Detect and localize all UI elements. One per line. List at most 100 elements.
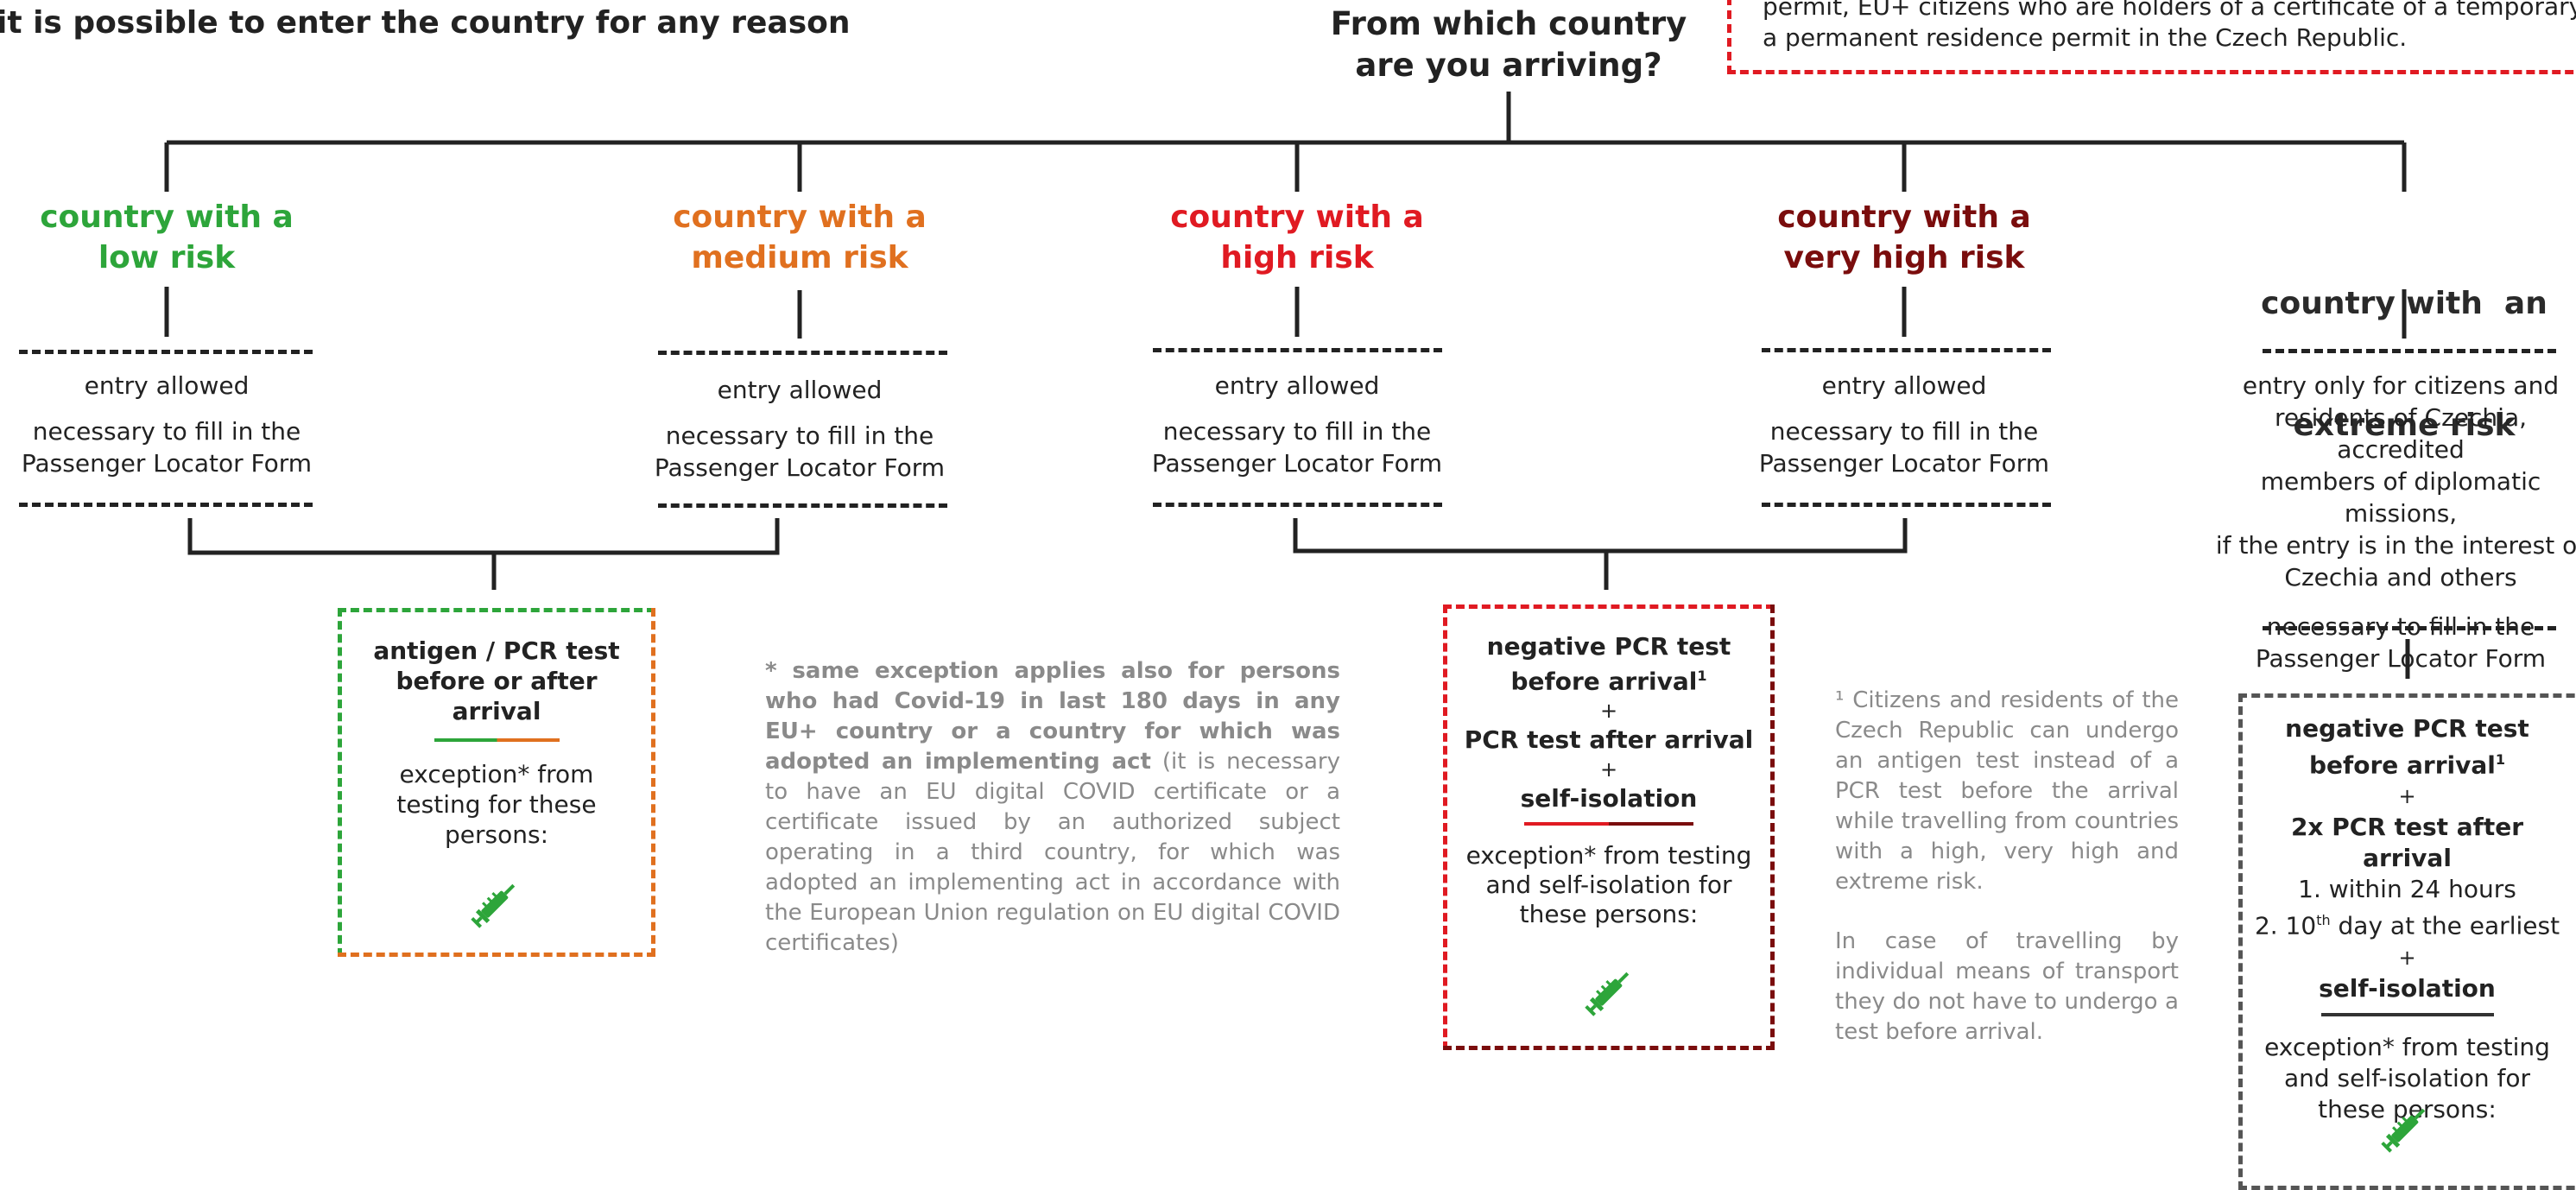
test-requirement-line: before arrival	[1510, 667, 1698, 696]
exception-line: testing for these	[396, 790, 597, 819]
test-box-high-content: negative PCR test before arrival1 + PCR …	[1447, 632, 1770, 929]
category-extreme-line1: country with an	[2261, 286, 2548, 321]
form-text-line2: Passenger Locator Form	[2255, 644, 2547, 673]
category-low-body: entry allowed necessary to fill in the P…	[0, 370, 333, 479]
category-low-risk: country with a low risk	[0, 197, 333, 278]
test-requirement-line: antigen / PCR test	[373, 636, 620, 665]
syringe-icon	[2381, 1108, 2426, 1153]
category-low-line1: country with a	[40, 199, 294, 235]
footnote-paragraph-2: In case of travelling by individual mean…	[1835, 928, 2179, 1045]
entry-restriction-line: members of diplomatic missions,	[2260, 467, 2541, 528]
footnote-marker: 1	[2495, 751, 2505, 768]
test-box-high	[1443, 604, 1775, 1050]
exception-line: persons:	[445, 820, 548, 849]
test-requirement-line: negative PCR test	[1486, 632, 1731, 661]
question-line1: From which country	[1330, 5, 1687, 42]
syringe-icon	[471, 883, 516, 928]
exception-line: exception* from testing	[2264, 1032, 2550, 1061]
category-medium-line1: country with a	[673, 199, 927, 235]
divider	[1153, 348, 1442, 352]
top-note-text: permit, EU+ citizens who are holders of …	[1763, 0, 2576, 54]
footnote-marker: 1	[1697, 668, 1707, 684]
form-text-line2: Passenger Locator Form	[1758, 449, 2050, 478]
exception-line: and self-isolation for	[2283, 1063, 2531, 1092]
category-high-body: entry allowed necessary to fill in the P…	[1124, 370, 1470, 479]
form-text-line2: Passenger Locator Form	[1151, 449, 1443, 478]
category-very-high-line2: very high risk	[1783, 240, 2025, 275]
divider	[1153, 503, 1442, 507]
plus-sign: +	[1599, 699, 1618, 724]
question-heading: From which country are you arriving?	[1313, 3, 1705, 86]
exception-note: * same exception applies also for person…	[765, 656, 1340, 959]
exception-line: exception* from	[399, 760, 594, 788]
category-extreme-line2: extreme risk	[2293, 408, 2516, 443]
test-requirement-line: before or after	[396, 667, 598, 695]
form-text-line1: necessary to fill in the	[1769, 417, 2039, 446]
color-rule	[1524, 822, 1693, 826]
divider	[2263, 349, 2556, 353]
footnote: ¹ Citizens and residents of the Czech Re…	[1835, 686, 2179, 1048]
category-medium-line2: medium risk	[691, 240, 908, 275]
test-requirement-line: before arrival	[2309, 750, 2496, 780]
category-high-risk: country with a high risk	[1124, 197, 1470, 278]
test-requirement-line: PCR test after arrival	[1464, 725, 1754, 755]
form-text-line2: Passenger Locator Form	[654, 453, 946, 482]
divider	[1762, 348, 2051, 352]
footnote-paragraph-1: ¹ Citizens and residents of the Czech Re…	[1835, 687, 2179, 895]
plus-sign: +	[2398, 945, 2416, 970]
form-text-line1: necessary to fill in the	[1162, 417, 1432, 446]
entry-allowed-text: entry allowed	[1821, 371, 1987, 400]
entry-restriction-line: residents of Czechia, accredited	[2274, 403, 2528, 464]
category-very-high-body: entry allowed necessary to fill in the P…	[1731, 370, 2077, 479]
category-extreme-risk: country with an extreme risk	[2231, 202, 2576, 486]
exception-line: and self-isolation for	[1485, 870, 1732, 900]
plus-sign: +	[2398, 784, 2416, 809]
color-rule	[434, 738, 560, 742]
category-low-line2: low risk	[98, 240, 236, 275]
category-high-line2: high risk	[1220, 240, 1374, 275]
top-note-line2: a permanent residence permit in the Czec…	[1763, 23, 2408, 52]
test-box-low-medium-content: antigen / PCR test before or after arriv…	[342, 636, 651, 850]
test-requirement-line: arrival	[452, 697, 541, 725]
test-box-low-medium	[338, 608, 655, 957]
entry-restriction-line: entry only for citizens and	[2242, 371, 2560, 400]
test-box-high-border2	[1443, 604, 1775, 1050]
top-note-box: permit, EU+ citizens who are holders of …	[1727, 0, 2576, 74]
divider	[2263, 626, 2556, 630]
divider	[19, 503, 313, 507]
syringe-icon	[1585, 972, 1630, 1016]
plus-sign: +	[1599, 757, 1618, 782]
category-high-line1: country with a	[1170, 199, 1424, 235]
entry-restriction-line: Czechia and others	[2284, 563, 2517, 592]
page-title: it is possible to enter the country for …	[0, 5, 851, 41]
divider	[658, 503, 947, 508]
category-very-high-line1: country with a	[1777, 199, 2031, 235]
test-requirement-line: 1. within 24 hours	[2298, 875, 2516, 904]
form-text-line2: Passenger Locator Form	[21, 449, 313, 478]
exception-note-bold: * same exception applies also for person…	[765, 658, 1340, 775]
test-requirement-line: 2. 10	[2254, 911, 2317, 940]
entry-allowed-text: entry allowed	[1214, 371, 1380, 400]
divider	[19, 350, 313, 354]
test-requirement-line: day at the earliest	[2330, 911, 2560, 940]
category-medium-body: entry allowed necessary to fill in the P…	[627, 374, 972, 484]
category-medium-risk: country with a medium risk	[627, 197, 972, 278]
exception-line: these persons:	[2318, 1094, 2497, 1124]
divider	[1762, 503, 2051, 507]
form-text-line1: necessary to fill in the	[32, 417, 301, 446]
form-text-line1: necessary to fill in the	[665, 421, 934, 450]
entry-restriction-line: if the entry is in the interest of	[2215, 531, 2576, 560]
test-requirement-line: self-isolation	[1520, 784, 1698, 813]
top-note-line1: permit, EU+ citizens who are holders of …	[1763, 0, 2576, 21]
question-line2: are you arriving?	[1355, 47, 1662, 84]
test-requirement-line: self-isolation	[2319, 973, 2496, 1003]
test-box-extreme-content: negative PCR test before arrival1 + 2x P…	[2243, 713, 2572, 1125]
divider	[658, 351, 947, 355]
test-requirement-line: negative PCR test	[2285, 714, 2529, 743]
test-box-low-medium-border2	[338, 608, 655, 957]
category-very-high-risk: country with a very high risk	[1731, 197, 2077, 278]
exception-line: these persons:	[1519, 900, 1699, 929]
ordinal-suffix: th	[2316, 912, 2331, 929]
test-requirement-line: 2x PCR test after arrival	[2290, 813, 2524, 873]
